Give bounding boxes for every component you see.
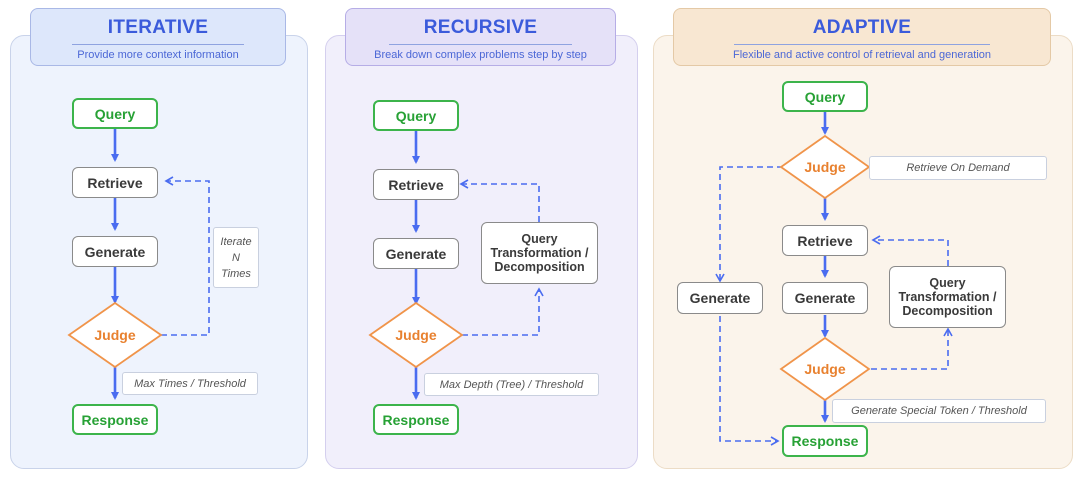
- adaptive-response-node: Response: [782, 425, 868, 457]
- recursive-judge-diamond: [368, 301, 464, 369]
- iterative-loop-note: Iterate N Times: [213, 227, 259, 288]
- adaptive-judge2-label: Judge: [804, 361, 846, 377]
- loop-connector: [719, 316, 780, 446]
- recursive-generate-node: Generate: [373, 238, 459, 269]
- loop-connector: [462, 287, 544, 336]
- iterative-header: ITERATIVE Provide more context informati…: [30, 8, 286, 66]
- adaptive-on-demand-note: Retrieve On Demand: [869, 156, 1047, 180]
- recursive-title: RECURSIVE: [423, 17, 538, 38]
- recursive-subtitle: Break down complex problems step by step: [374, 49, 587, 61]
- adaptive-header: ADAPTIVE Flexible and active control of …: [673, 8, 1051, 66]
- header-divider: [734, 44, 990, 45]
- iterative-subtitle: Provide more context information: [77, 49, 239, 61]
- adaptive-stop-note: Generate Special Token / Threshold: [832, 399, 1046, 423]
- iterative-query-node: Query: [72, 98, 158, 129]
- recursive-response-node: Response: [373, 404, 459, 435]
- header-divider: [389, 44, 572, 45]
- adaptive-judge1-diamond: [779, 134, 871, 200]
- iterative-title: ITERATIVE: [107, 17, 209, 38]
- recursive-transform-node: Query Transformation / Decomposition: [481, 222, 598, 284]
- loop-connector: [871, 327, 953, 370]
- recursive-query-node: Query: [373, 100, 459, 131]
- adaptive-judge1-label: Judge: [804, 159, 846, 175]
- adaptive-generate-node: Generate: [782, 282, 868, 314]
- adaptive-transform-node: Query Transformation / Decomposition: [889, 266, 1006, 328]
- adaptive-title: ADAPTIVE: [812, 17, 912, 38]
- loop-connector: [459, 179, 540, 222]
- recursive-judge-label: Judge: [395, 327, 437, 343]
- recursive-stop-note: Max Depth (Tree) / Threshold: [424, 373, 599, 396]
- adaptive-generate-left-node: Generate: [677, 282, 763, 314]
- adaptive-query-node: Query: [782, 81, 868, 112]
- iterative-judge-label: Judge: [94, 327, 136, 343]
- loop-connector: [871, 235, 949, 266]
- header-divider: [71, 44, 245, 45]
- iterative-response-node: Response: [72, 404, 158, 435]
- loop-connector: [715, 166, 783, 283]
- iterative-judge-diamond: [67, 301, 163, 369]
- iterative-stop-note: Max Times / Threshold: [122, 372, 258, 395]
- recursive-retrieve-node: Retrieve: [373, 169, 459, 200]
- adaptive-retrieve-node: Retrieve: [782, 225, 868, 256]
- adaptive-judge2-diamond: [779, 336, 871, 402]
- recursive-header: RECURSIVE Break down complex problems st…: [345, 8, 616, 66]
- iterative-generate-node: Generate: [72, 236, 158, 267]
- loop-connector: [161, 176, 210, 336]
- adaptive-subtitle: Flexible and active control of retrieval…: [732, 49, 992, 61]
- iterative-retrieve-node: Retrieve: [72, 167, 158, 198]
